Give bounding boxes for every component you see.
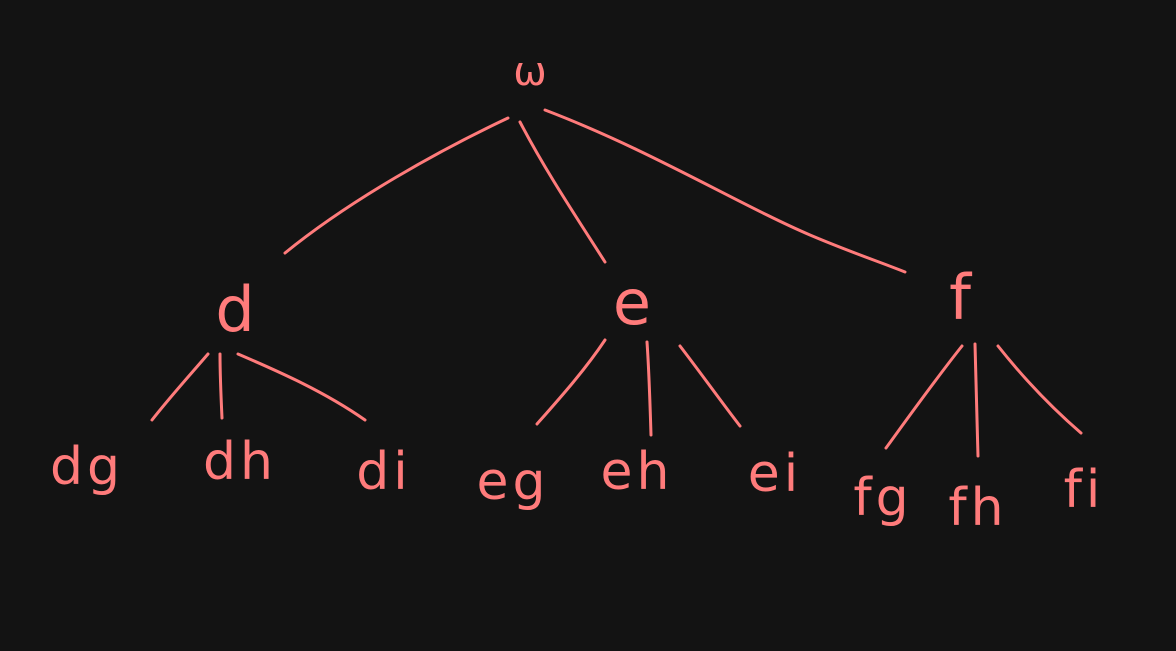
node-fh: fh [948,478,1008,538]
edge-f-fg [884,344,964,450]
node-eh: eh [600,442,674,502]
node-root: ω [513,49,547,95]
edge-e-eh [645,340,653,437]
edge-d-dg [150,352,210,422]
edge-root-d [283,116,510,255]
node-ei: ei [747,444,803,504]
edge-e-eg [535,338,607,426]
edge-d-dh [218,352,224,420]
edge-root-f [543,108,907,274]
edge-f-fh [973,342,980,458]
node-e: e [612,266,652,339]
node-dh: dh [203,432,277,492]
node-fi: fi [1063,460,1105,520]
edge-e-ei [678,344,742,428]
node-eg: eg [476,452,550,512]
node-d: d [215,273,255,346]
node-dg: dg [49,437,125,497]
edge-f-fi [996,344,1083,435]
node-f: f [949,261,971,334]
node-fg: fg [853,468,913,528]
edge-d-di [236,352,367,422]
edge-root-e [518,120,607,264]
node-di: di [356,442,412,502]
